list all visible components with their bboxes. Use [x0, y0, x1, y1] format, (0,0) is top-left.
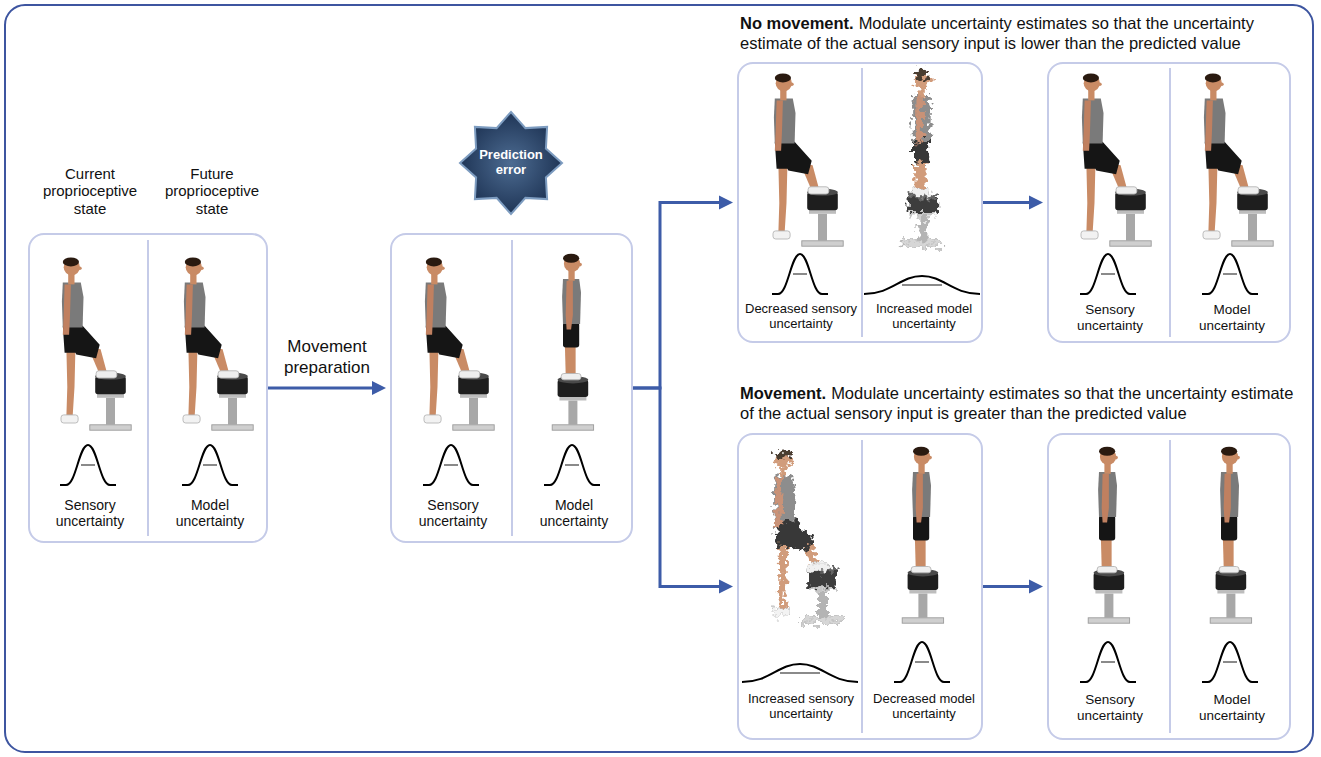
branch-heading: No movement.Modulate uncertainty estimat…	[740, 14, 1305, 54]
branch-heading: Movement.Modulate uncertainty estimates …	[740, 384, 1305, 424]
uncertainty-label: Increased model uncertainty	[864, 302, 984, 332]
outer-frame	[5, 5, 1313, 752]
uncertainty-label: Sensory uncertainty	[1065, 302, 1155, 333]
uncertainty-label: Sensory uncertainty	[1065, 692, 1155, 723]
flow-arrow	[983, 580, 1043, 594]
uncertainty-label: Increased sensory uncertainty	[741, 692, 861, 722]
uncertainty-label: Model uncertainty	[1187, 692, 1277, 723]
uncertainty-label: Model uncertainty	[1187, 302, 1277, 333]
branch-title: Movement.	[740, 384, 826, 402]
uncertainty-label: Decreased model uncertainty	[864, 692, 984, 722]
branch-title: No movement.	[740, 14, 854, 32]
flow-arrow	[983, 196, 1043, 210]
flow-arrow	[268, 381, 386, 395]
state-panel: Sensory uncertainty Model uncertainty	[1047, 433, 1291, 740]
uncertainty-label: Decreased sensory uncertainty	[741, 302, 861, 332]
edge-label: Movement preparation	[271, 337, 383, 378]
state-panel: Increased sensory uncertaintyDecreased m…	[737, 433, 983, 740]
state-panel: Sensory uncertainty Model uncertainty	[390, 233, 633, 543]
flow-arrow	[633, 196, 733, 389]
state-panel: Sensory uncertainty Model uncertainty	[1047, 62, 1291, 343]
state-panel: Current proprioceptive stateFuture propr…	[28, 233, 268, 543]
uncertainty-label: Model uncertainty	[165, 497, 255, 529]
flow-arrow	[633, 388, 733, 594]
person-figures	[61, 70, 1273, 623]
star-label: Prediction error	[476, 148, 546, 178]
uncertainty-label: Sensory uncertainty	[408, 497, 498, 529]
prediction-error-star: Prediction error	[458, 110, 564, 216]
state-heading: Current proprioceptive state	[31, 165, 149, 217]
state-heading: Future proprioceptive state	[153, 165, 271, 217]
state-panel: Decreased sensory uncertaintyIncreased m…	[737, 62, 983, 343]
uncertainty-label: Sensory uncertainty	[45, 497, 135, 529]
uncertainty-label: Model uncertainty	[529, 497, 619, 529]
